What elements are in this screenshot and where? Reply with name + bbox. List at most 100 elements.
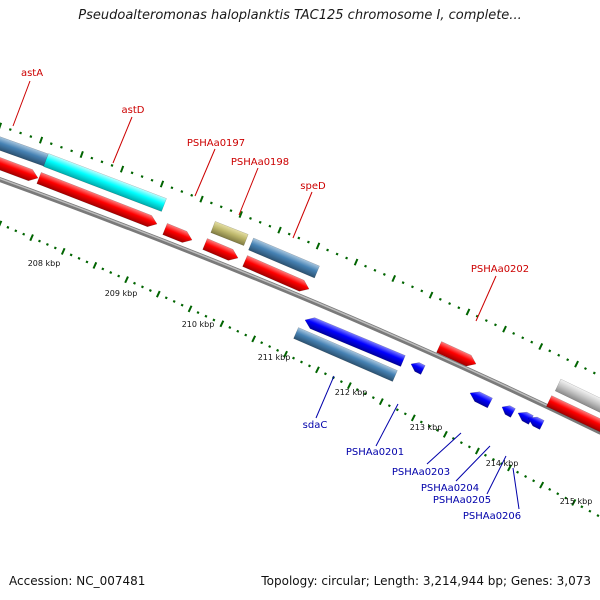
gene-bar-steel-speD[interactable] — [248, 237, 320, 279]
inner-tick-19 — [148, 289, 152, 292]
inner-tick-47 — [371, 396, 375, 400]
inner-tick-1 — [6, 225, 10, 229]
inner-tick-27 — [212, 318, 216, 322]
outer-tick-25 — [249, 216, 252, 220]
gene-bar-gray-1[interactable] — [554, 378, 600, 416]
outer-tick-42 — [411, 285, 414, 289]
inner-tick-32 — [251, 335, 257, 343]
inner-tick-29 — [228, 326, 232, 329]
inner-tick-12 — [92, 261, 98, 269]
outer-tick-16 — [159, 180, 165, 188]
genome-summary-text: Topology: circular; Length: 3,214,944 bp… — [261, 574, 591, 588]
outer-tick-11 — [110, 164, 114, 167]
outer-tick-18 — [180, 190, 184, 193]
inner-tick-marks — [0, 220, 600, 518]
gene-bar-steel-2[interactable] — [293, 327, 398, 382]
inner-tick-53 — [419, 420, 423, 424]
cds-arrow-red-2[interactable] — [36, 172, 158, 227]
gene-label-PSHAa0202[interactable]: PSHAa0202 — [471, 264, 529, 275]
outer-tick-21 — [209, 201, 213, 205]
callout-PSHAa0197 — [194, 148, 216, 197]
cds-arrow-red-3[interactable] — [162, 223, 193, 243]
scale-labels: 208 kbp 209 kbp 210 kbp 211 kbp 212 kbp … — [28, 259, 593, 506]
gene-label-astA[interactable]: astA — [21, 68, 43, 79]
forward-callouts — [12, 80, 497, 322]
outer-tick-57 — [548, 349, 552, 353]
cds-arrow-blue-PSHAa0201[interactable] — [410, 362, 426, 375]
inner-tick-66 — [524, 474, 528, 478]
callout-PSHAa0204 — [455, 445, 491, 482]
outer-tick-30 — [297, 236, 301, 240]
inner-tick-38 — [300, 360, 303, 364]
accession-text: Accession: NC_007481 — [9, 574, 146, 588]
outer-tick-51 — [493, 323, 497, 327]
gene-label-astD[interactable]: astD — [122, 105, 145, 116]
scale-label-213: 213 kbp — [410, 423, 443, 432]
outer-tick-9 — [90, 156, 94, 160]
gene-label-PSHAa0201[interactable]: PSHAa0201 — [346, 447, 404, 458]
gene-label-PSHAa0198[interactable]: PSHAa0198 — [231, 157, 289, 168]
inner-tick-35 — [276, 348, 280, 352]
inner-tick-22 — [172, 299, 176, 303]
outer-tick-46 — [448, 302, 452, 305]
gene-label-PSHAa0205[interactable]: PSHAa0205 — [433, 495, 491, 506]
outer-tick-41 — [401, 281, 405, 285]
cds-arrow-red-7[interactable] — [546, 395, 600, 433]
cds-arrow-red-6[interactable] — [436, 341, 477, 367]
gene-label-PSHAa0197[interactable]: PSHAa0197 — [187, 138, 245, 149]
outer-tick-44 — [428, 291, 434, 299]
gene-label-PSHAa0203[interactable]: PSHAa0203 — [392, 467, 450, 478]
inner-tick-48 — [378, 398, 384, 406]
outer-tick-24 — [238, 210, 243, 219]
inner-tick-5 — [38, 239, 41, 243]
genome-map: astA astD PSHAa0197 PSHAa0198 speD PSHAa… — [0, 68, 600, 522]
gene-label-sdaC[interactable]: sdaC — [303, 420, 328, 431]
outer-tick-4 — [38, 136, 44, 144]
inner-tick-64 — [507, 464, 512, 472]
outer-tick-61 — [583, 367, 587, 371]
outer-tick-53 — [512, 331, 516, 335]
scale-label-211: 211 kbp — [258, 353, 291, 362]
outer-tick-38 — [373, 268, 377, 272]
callout-sdaC — [315, 375, 335, 419]
cds-arrow-blue-sdaC[interactable] — [304, 317, 406, 367]
outer-tick-59 — [566, 358, 570, 362]
cds-arrow-red-4[interactable] — [202, 238, 239, 261]
callout-PSHAa0198 — [238, 167, 259, 216]
outer-tick-45 — [438, 297, 442, 301]
gene-label-PSHAa0204[interactable]: PSHAa0204 — [421, 483, 479, 494]
inner-tick-50 — [395, 408, 399, 412]
outer-tick-29 — [287, 232, 291, 236]
callout-PSHAa0202 — [475, 275, 497, 322]
gene-bar-khaki-PSHAa0198[interactable] — [210, 221, 249, 246]
outer-tick-52 — [502, 325, 507, 333]
inner-tick-58 — [459, 441, 463, 445]
gene-bar-steel-1[interactable] — [0, 134, 49, 167]
inner-tick-21 — [164, 296, 168, 300]
cds-arrow-blue-PSHAa0204[interactable] — [501, 405, 516, 418]
gene-label-speD[interactable]: speD — [300, 181, 326, 192]
cds-arrow-red-1[interactable] — [0, 154, 39, 182]
cds-arrow-blue-PSHAa0206[interactable] — [527, 416, 545, 430]
outer-tick-marks — [0, 122, 596, 375]
cds-arrow-blue-PSHAa0203[interactable] — [469, 391, 493, 409]
inner-tick-72 — [571, 498, 577, 506]
outer-tick-22 — [219, 205, 223, 209]
inner-tick-44 — [346, 382, 352, 390]
gene-bar-cyan-astD[interactable] — [43, 153, 167, 212]
callout-astA — [12, 80, 31, 127]
cds-arrow-red-5[interactable] — [242, 255, 310, 292]
outer-tick-56 — [538, 343, 544, 350]
scale-label-208: 208 kbp — [28, 259, 61, 268]
inner-tick-3 — [22, 232, 26, 236]
outer-tick-27 — [268, 224, 272, 228]
scale-label-215: 215 kbp — [560, 497, 593, 506]
outer-tick-62 — [592, 371, 596, 375]
gene-label-PSHAa0206[interactable]: PSHAa0206 — [463, 511, 521, 522]
inner-tick-74 — [588, 509, 592, 513]
scale-label-214: 214 kbp — [486, 459, 519, 468]
gene-features — [0, 134, 600, 433]
inner-tick-8 — [60, 247, 66, 255]
inner-tick-30 — [236, 329, 240, 333]
outer-tick-13 — [130, 171, 134, 175]
